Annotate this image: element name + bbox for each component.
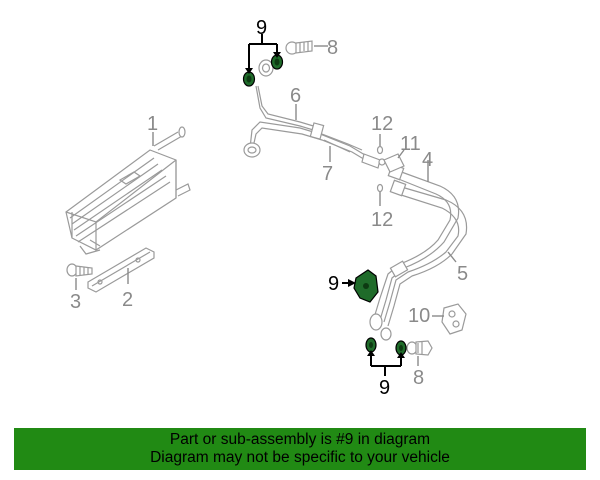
callout-12-bottom: 12 (371, 209, 393, 231)
callout-9-top: 9 (256, 17, 267, 39)
clip-part-10[interactable] (441, 303, 467, 335)
callout-9-middle: 9 (328, 273, 339, 295)
bolt-part-3[interactable] (66, 263, 93, 277)
highlight-part-9-bottom-right[interactable] (395, 340, 407, 356)
banner-line-1: Part or sub-assembly is #9 in diagram (169, 431, 431, 448)
callout-1: 1 (147, 113, 158, 135)
highlight-part-9-middle[interactable] (353, 269, 379, 303)
highlight-part-9-top-left[interactable] (242, 71, 256, 87)
upper-cooler-line-part[interactable] (243, 59, 386, 169)
highlight-part-9-top-right[interactable] (270, 54, 284, 70)
callout-3: 3 (70, 291, 81, 313)
bolt-part-8-top[interactable] (285, 40, 313, 55)
oil-cooler-part[interactable] (65, 126, 191, 255)
info-banner: Part or sub-assembly is #9 in diagram Di… (14, 428, 586, 470)
callout-9-bottom: 9 (379, 377, 390, 399)
washer-part-12-top[interactable] (376, 145, 384, 155)
callout-11: 11 (400, 133, 421, 155)
callout-12-top: 12 (371, 113, 393, 135)
callout-5: 5 (457, 263, 468, 285)
bracket-part[interactable] (87, 247, 155, 293)
callout-10: 10 (408, 305, 430, 327)
leader-lines (75, 45, 457, 366)
parts-diagram: 1 2 3 4 5 6 7 8 8 9 9 9 10 11 12 12 (65, 17, 468, 399)
fitting-part-11[interactable] (383, 153, 405, 173)
highlight-part-9-bottom-left[interactable] (365, 337, 377, 353)
callout-8-bottom: 8 (413, 367, 424, 389)
callout-8-top: 8 (327, 37, 338, 59)
lower-cooler-line-part[interactable] (369, 163, 468, 341)
banner-line-2: Diagram may not be specific to your vehi… (150, 449, 450, 466)
callout-6: 6 (290, 85, 301, 107)
bolt-part-8-bottom[interactable] (406, 340, 433, 356)
callout-4: 4 (422, 149, 433, 171)
callout-2: 2 (122, 289, 133, 311)
washer-part-12-bottom[interactable] (376, 183, 384, 193)
leader-lines-part-9 (245, 34, 405, 376)
callout-7: 7 (322, 163, 333, 185)
